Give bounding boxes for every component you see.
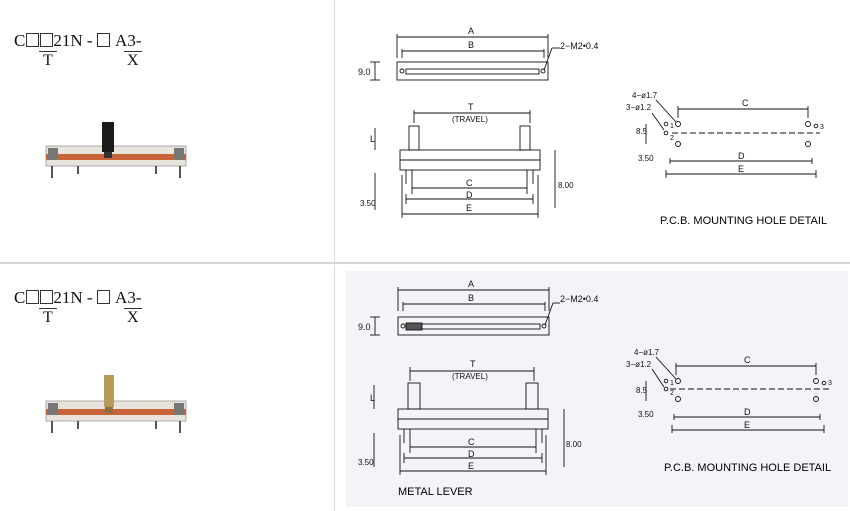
code-box xyxy=(25,290,39,304)
pin-3: 3 xyxy=(828,380,832,387)
pcb-dim-350: 3.50 xyxy=(638,410,654,419)
pcb-dim-d: D xyxy=(744,407,751,417)
code-box xyxy=(97,33,111,47)
dim-d: D xyxy=(468,449,475,459)
pcb-holes-12: 3−ø1.2 xyxy=(626,103,652,112)
row-divider xyxy=(0,262,850,264)
code-under-x: X xyxy=(124,308,142,327)
pin-2: 2 xyxy=(670,135,674,142)
part-code: C 21N - A3- T X xyxy=(14,31,142,69)
code-prefix: C xyxy=(14,31,26,50)
dim-9: 9.0 xyxy=(358,322,371,332)
column-divider xyxy=(334,265,335,511)
column-divider xyxy=(334,0,335,262)
code-prefix: C xyxy=(14,288,26,307)
code-suffix-a: 21N - xyxy=(53,288,93,307)
product-row-2: C 21N - A3- T X xyxy=(0,265,850,511)
metal-lever-caption: METAL LEVER xyxy=(398,486,473,498)
code-suffix-a: 21N - xyxy=(53,31,93,50)
pcb-dim-e: E xyxy=(744,420,750,430)
dim-b: B xyxy=(468,293,474,303)
dim-e: E xyxy=(468,461,474,471)
dim-t: T xyxy=(468,102,474,112)
code-suffix-b: A3- xyxy=(115,31,142,50)
dimension-drawing: A B 2−M2•0.4 9.0 T (TRAVEL) L C D E 3.50… xyxy=(358,26,827,227)
code-box xyxy=(25,33,39,47)
dim-c: C xyxy=(466,178,473,188)
dim-b: B xyxy=(468,40,474,50)
dim-9: 9.0 xyxy=(358,67,371,77)
dim-a: A xyxy=(468,279,474,289)
dim-l: L xyxy=(370,134,375,144)
code-under-x: X xyxy=(124,51,142,70)
pcb-dim-c: C xyxy=(742,98,749,108)
dim-350: 3.50 xyxy=(360,199,376,208)
pcb-holes-17: 4−ø1.7 xyxy=(632,91,658,100)
pcb-dim-d: D xyxy=(738,151,745,161)
pcb-dim-85: 8.5 xyxy=(636,127,648,136)
dim-c: C xyxy=(468,437,475,447)
slide-potentiometer-photo xyxy=(45,122,187,178)
pcb-holes-12: 3−ø1.2 xyxy=(626,360,652,369)
dim-d: D xyxy=(466,190,473,200)
dim-travel: (TRAVEL) xyxy=(452,372,488,381)
code-box xyxy=(39,290,53,304)
code-suffix-b: A3- xyxy=(115,288,142,307)
dim-e: E xyxy=(466,203,472,213)
dim-350: 3.50 xyxy=(358,458,374,467)
dim-l: L xyxy=(370,393,375,403)
pin-1: 1 xyxy=(670,380,674,387)
dimension-drawing-metal: A B 2−M2•0.4 9.0 T (TRAVEL) L C D E 3.50… xyxy=(346,271,848,507)
dim-800: 8.00 xyxy=(558,181,574,190)
slide-potentiometer-photo-metal xyxy=(45,375,187,433)
pin-1: 1 xyxy=(670,123,674,130)
code-box xyxy=(97,290,111,304)
dim-a: A xyxy=(468,26,474,36)
pin-3: 3 xyxy=(820,124,824,131)
part-code: C 21N - A3- T X xyxy=(14,288,142,326)
code-under-t: T xyxy=(39,51,57,70)
pin-2: 2 xyxy=(670,390,674,397)
pcb-dim-c: C xyxy=(744,355,751,365)
pcb-caption: P.C.B. MOUNTING HOLE DETAIL xyxy=(664,462,831,474)
dim-travel: (TRAVEL) xyxy=(452,115,488,124)
dim-m: 2−M2•0.4 xyxy=(560,41,598,51)
pcb-dim-85: 8.5 xyxy=(636,386,648,395)
pcb-caption: P.C.B. MOUNTING HOLE DETAIL xyxy=(660,215,827,227)
dim-t: T xyxy=(470,359,476,369)
pcb-holes-17: 4−ø1.7 xyxy=(634,348,660,357)
pcb-dim-350: 3.50 xyxy=(638,154,654,163)
product-row-1: C 21N - A3- T X xyxy=(14,0,827,262)
code-under-t: T xyxy=(39,308,57,327)
code-box xyxy=(39,33,53,47)
dim-800: 8.00 xyxy=(566,440,582,449)
pcb-dim-e: E xyxy=(738,164,744,174)
dim-m: 2−M2•0.4 xyxy=(560,294,598,304)
